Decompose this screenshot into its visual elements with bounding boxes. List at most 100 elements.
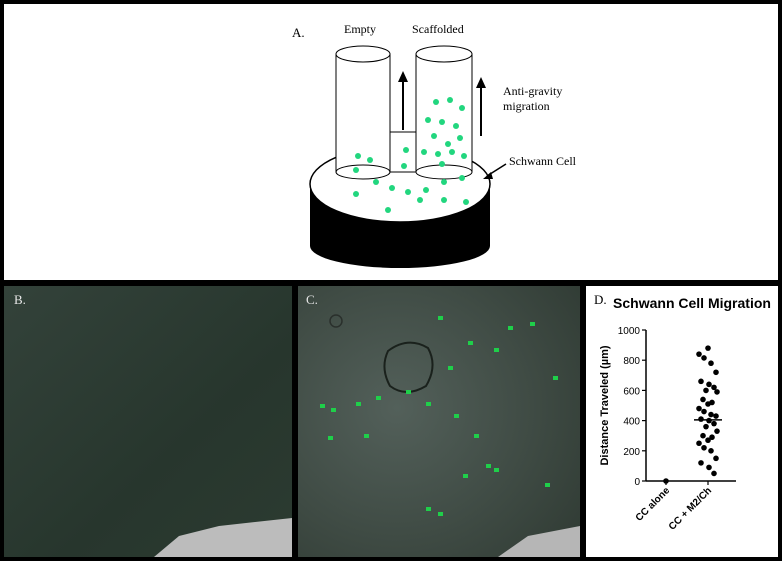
schwann-cell-dot: [431, 133, 437, 139]
data-point: [700, 432, 706, 439]
fluorescent-cell: [426, 507, 431, 511]
data-point: [705, 401, 711, 407]
schwann-cell-dot: [441, 179, 447, 185]
data-point: [663, 478, 669, 484]
schwann-cell-dot: [439, 119, 445, 125]
schwann-cell-dot: [423, 187, 429, 193]
y-tick-label: 800: [623, 356, 640, 367]
data-point: [706, 417, 712, 424]
fluorescent-cell: [376, 396, 381, 400]
fluorescent-cell: [320, 404, 325, 408]
data-point: [703, 423, 709, 430]
schwann-cell-dot: [447, 97, 453, 103]
empty-tube-rim: [335, 45, 391, 63]
schwann-cell-dot: [421, 149, 427, 155]
empty-tube-bottom: [335, 164, 391, 180]
data-point: [714, 428, 720, 434]
micrograph-c: [298, 286, 580, 557]
schwann-cell-dot: [403, 147, 409, 153]
fluorescent-cell: [356, 402, 361, 406]
panel-b-label: B.: [14, 292, 26, 307]
fluorescent-cell: [553, 376, 558, 380]
schwann-cell-dot: [389, 185, 395, 191]
data-point: [709, 434, 715, 441]
data-point: [706, 381, 712, 388]
fluorescent-cell: [438, 512, 443, 516]
schwann-cell-dot: [401, 163, 407, 169]
fluorescent-cell: [328, 436, 333, 440]
y-tick-label: 200: [623, 447, 640, 458]
small-vacuole: [329, 314, 343, 328]
schwann-cell-dot: [463, 199, 469, 205]
schwann-cell-dot: [425, 117, 431, 123]
fluorescent-cell: [364, 434, 369, 438]
scaffolded-tube-rim: [415, 45, 473, 63]
schwann-cell-dot: [385, 207, 391, 213]
fluorescent-cell: [474, 434, 479, 438]
fluorescent-cell: [530, 322, 535, 326]
cell-dots: [353, 97, 469, 213]
data-point: [708, 411, 714, 418]
data-point: [703, 387, 709, 394]
fluorescent-cell: [448, 366, 453, 370]
y-axis-label: Distance Traveled (µm): [599, 345, 611, 465]
schwann-cell-pointer-arrow: [483, 163, 507, 179]
panel-c-label: C.: [306, 292, 318, 307]
schwann-cell-dot: [417, 197, 423, 203]
schwann-cell-dot: [439, 161, 445, 167]
schwann-cell-dot: [457, 135, 463, 141]
background-region: [498, 526, 580, 557]
data-point: [708, 448, 714, 454]
panel-b-micrograph: B.: [4, 286, 292, 557]
fluorescent-cell: [438, 316, 443, 320]
panel-c-micrograph: C.: [298, 286, 580, 557]
data-point: [713, 369, 719, 376]
chart-title: Schwann Cell Migration: [613, 295, 771, 311]
micrograph-b: [4, 286, 292, 557]
data-point: [696, 351, 702, 357]
fluorescent-cell: [406, 390, 411, 394]
schwann-cell-dot: [461, 153, 467, 159]
data-point: [696, 440, 702, 447]
schwann-cell-dot: [453, 123, 459, 129]
data-point: [706, 464, 712, 471]
data-point: [701, 444, 707, 451]
panel-a-label: A.: [292, 25, 305, 40]
data-point: [698, 416, 704, 422]
y-tick-label: 400: [623, 417, 640, 428]
data-point: [713, 413, 719, 419]
fluorescent-cell: [463, 474, 468, 478]
data-point: [700, 396, 706, 403]
data-point: [711, 470, 717, 477]
x-tick-label: CC alone: [634, 485, 673, 524]
data-point: [701, 408, 707, 415]
schwann-cell-dot: [459, 105, 465, 111]
schwann-cell-label: Schwann Cell: [509, 154, 576, 168]
fluorescent-cell: [468, 341, 473, 345]
data-point: [701, 355, 707, 361]
schwann-cell-dot: [353, 167, 359, 173]
fluorescent-cell: [545, 483, 550, 487]
y-tick-label: 1000: [618, 326, 641, 337]
data-point: [713, 455, 719, 462]
background-region: [154, 518, 292, 557]
fluorescent-cell: [426, 402, 431, 406]
up-arrow-right: [476, 77, 486, 136]
schwann-cell-dot: [373, 179, 379, 185]
schwann-cell-dot: [367, 157, 373, 163]
fluorescent-cell: [494, 348, 499, 352]
schwann-cell-dot: [435, 151, 441, 157]
y-tick-label: 0: [634, 477, 640, 488]
fluorescent-cell: [486, 464, 491, 468]
up-arrow-middle: [398, 71, 408, 130]
empty-tube-label: Empty: [344, 22, 376, 36]
schwann-cell-dot: [355, 153, 361, 159]
schwann-cell-dot: [449, 149, 455, 155]
data-point: [711, 420, 717, 427]
migration-label-line1: Anti-gravity: [503, 84, 563, 98]
fluorescent-cell: [331, 408, 336, 412]
y-tick-label: 600: [623, 386, 640, 397]
data-point: [698, 460, 704, 466]
